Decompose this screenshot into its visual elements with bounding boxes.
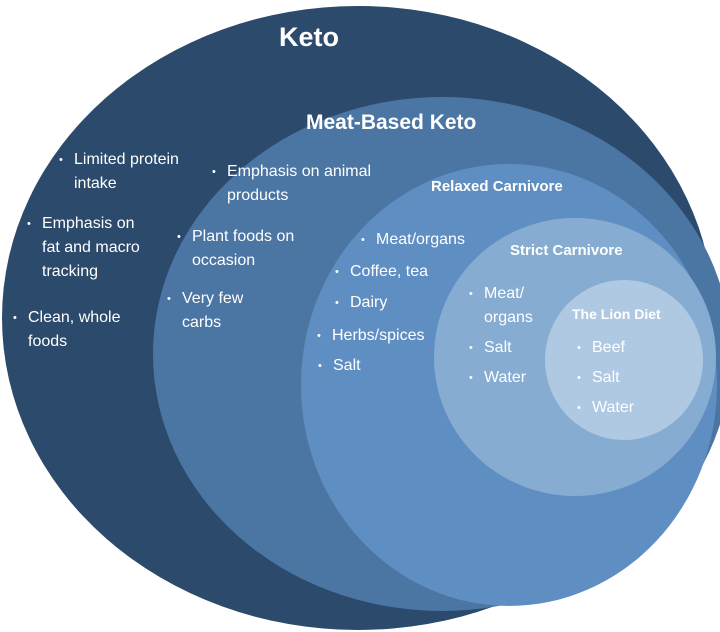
relaxed-carnivore-list: Salt xyxy=(318,354,413,378)
strict-carnivore-title: Strict Carnivore xyxy=(510,242,623,259)
relaxed-carnivore-list: Dairy xyxy=(335,291,450,315)
strict-carnivore-list: Meat/ organs xyxy=(469,282,548,330)
keto-list: Clean, whole foods xyxy=(13,306,148,354)
keto-title: Keto xyxy=(279,22,339,52)
keto-list: Emphasis on fat and macro tracking xyxy=(27,212,156,284)
meat-based-keto-list: Very few carbs xyxy=(167,287,272,335)
keto-list: Limited protein intake xyxy=(59,148,206,196)
list-item: Emphasis on fat and macro tracking xyxy=(27,212,156,284)
list-item: Salt xyxy=(577,366,662,390)
lion-diet-list: Salt xyxy=(577,366,662,390)
list-item: Coffee, tea xyxy=(335,260,470,284)
list-item: Salt xyxy=(469,336,548,360)
lion-diet-list: Beef xyxy=(577,336,662,360)
strict-carnivore-list: Salt xyxy=(469,336,548,360)
list-item: Meat/organs xyxy=(361,228,496,252)
lion-diet-list: Water xyxy=(577,396,662,420)
list-item: Water xyxy=(577,396,662,420)
list-item: Limited protein intake xyxy=(59,148,206,196)
meat-based-keto-list: Plant foods on occasion xyxy=(177,225,302,273)
list-item: Meat/ organs xyxy=(469,282,548,330)
circle-lion-diet xyxy=(545,280,703,440)
list-item: Beef xyxy=(577,336,662,360)
relaxed-carnivore-title: Relaxed Carnivore xyxy=(431,178,563,195)
meat-based-keto-list: Emphasis on animal products xyxy=(212,160,407,208)
relaxed-carnivore-list: Meat/organs xyxy=(361,228,496,252)
list-item: Very few carbs xyxy=(167,287,272,335)
list-item: Water xyxy=(469,366,548,390)
list-item: Plant foods on occasion xyxy=(177,225,302,273)
relaxed-carnivore-list: Herbs/spices xyxy=(317,324,452,348)
strict-carnivore-list: Water xyxy=(469,366,548,390)
list-item: Salt xyxy=(318,354,413,378)
relaxed-carnivore-list: Coffee, tea xyxy=(335,260,470,284)
meat-based-keto-title: Meat-Based Keto xyxy=(306,111,477,134)
list-item: Dairy xyxy=(335,291,450,315)
list-item: Clean, whole foods xyxy=(13,306,148,354)
lion-diet-title: The Lion Diet xyxy=(572,306,661,322)
list-item: Herbs/spices xyxy=(317,324,452,348)
list-item: Emphasis on animal products xyxy=(212,160,407,208)
